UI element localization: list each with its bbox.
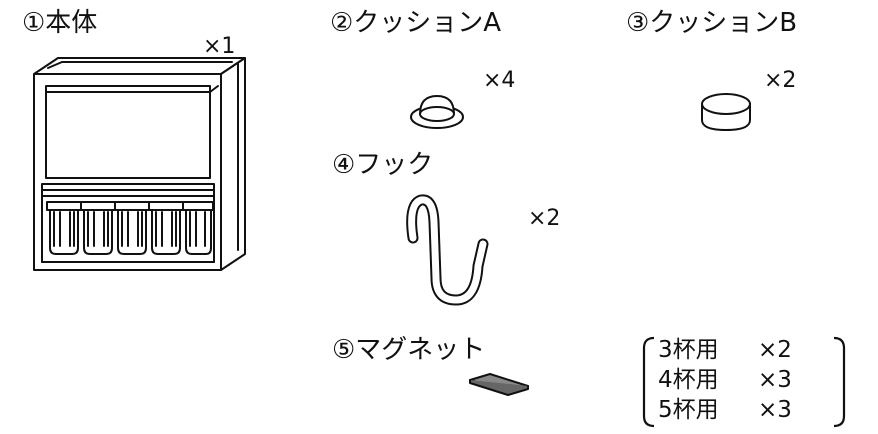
magnet-row-qty: ×3 [758, 367, 792, 393]
cushion-b-illustration [701, 93, 751, 131]
magnet-row-name: 3杯用 [658, 337, 719, 363]
main-body-illustration [33, 57, 246, 271]
hook-label: ④フック [332, 150, 434, 180]
cushion-b-label: ③クッションB [626, 8, 798, 38]
magnet-row-name: 5杯用 [658, 397, 719, 423]
bracket-icon [642, 336, 846, 428]
magnet-row-5: 5杯用 ×3 [658, 396, 792, 425]
magnet-illustration [469, 373, 529, 396]
magnet-quantity-table: 3杯用 ×2 4杯用 ×3 5杯用 ×3 [636, 336, 856, 428]
body-qty: ×1 [203, 34, 236, 59]
magnet-row-qty: ×3 [758, 397, 792, 423]
magnet-row-name: 4杯用 [658, 367, 719, 393]
cushion-b-qty: ×2 [764, 68, 797, 93]
magnet-row-4: 4杯用 ×3 [658, 366, 792, 395]
cushion-a-qty: ×4 [483, 68, 516, 93]
hook-illustration [406, 194, 489, 306]
hook-qty: ×2 [528, 206, 561, 231]
magnet-row-3: 3杯用 ×2 [658, 336, 792, 365]
cushion-a-label: ②クッションA [330, 8, 502, 38]
cushion-a-illustration [410, 95, 464, 129]
body-label: ①本体 [22, 8, 98, 38]
magnet-row-qty: ×2 [758, 337, 792, 363]
magnet-label: ⑤マグネット [332, 335, 486, 365]
